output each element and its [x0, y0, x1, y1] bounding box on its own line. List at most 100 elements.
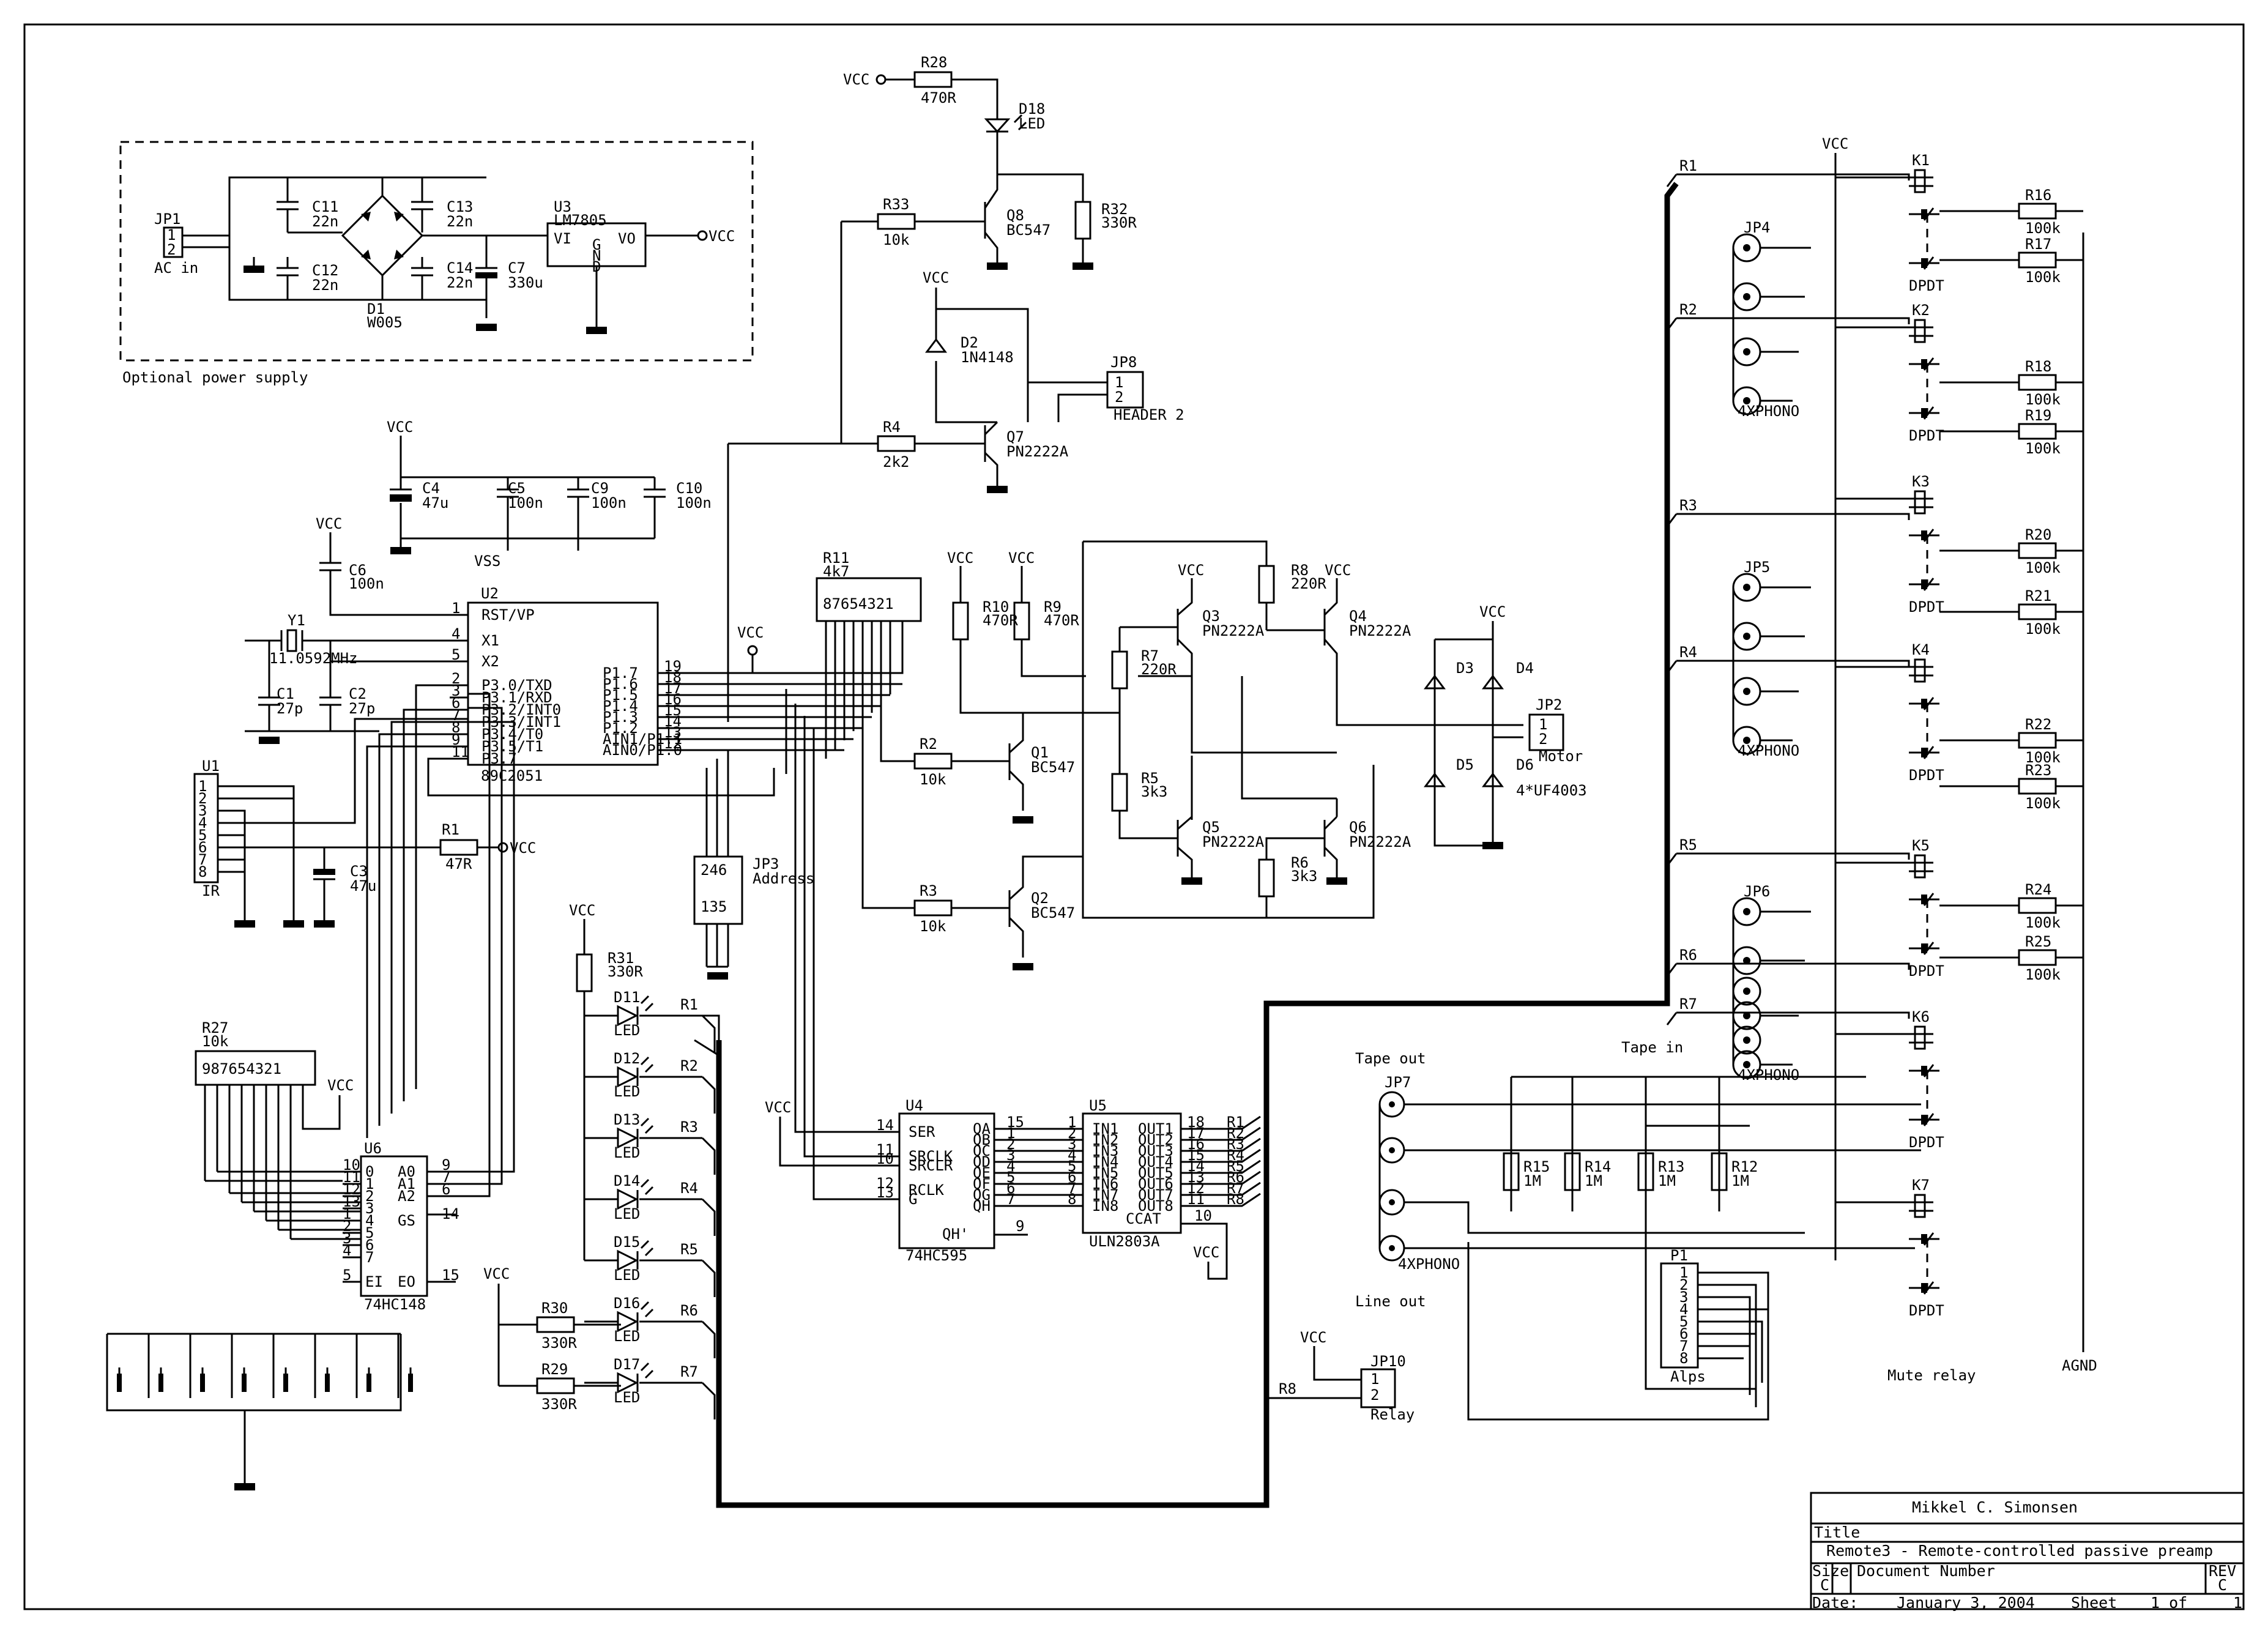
r2-resistor [913, 753, 953, 770]
jp3-bottom-pins: 135 [701, 898, 727, 915]
c7-ref: C7 [508, 259, 526, 277]
r10-resistor [952, 601, 969, 641]
r29-resistor [536, 1377, 575, 1394]
relay-net-label: R7 [1679, 995, 1697, 1013]
r2-ref: R2 [920, 735, 937, 753]
u5-input-pin-name: IN1 [1092, 1120, 1118, 1137]
jp10-net-label: R8 [1279, 1380, 1296, 1397]
output-resistor-ref: R13 [1658, 1158, 1684, 1175]
u6-input-pin-name: EI [365, 1273, 383, 1290]
title-block-sheet-total: 1 [2233, 1594, 2242, 1612]
led-driver-block: VCC R28 470R D18 LED R32 330R Q8 BC547 R… [840, 54, 1137, 444]
u5-output-pin-number: 14 [1187, 1158, 1205, 1175]
r6-ref: R6 [1291, 854, 1309, 871]
relay-ref: K4 [1912, 641, 1930, 658]
u2-right-pin-number: 16 [664, 691, 682, 708]
tape-in-jack-center [1743, 988, 1750, 995]
led-value: LED [614, 1267, 640, 1284]
u5-input-pin-number: 6 [1068, 1169, 1076, 1186]
led-bus-entry [701, 1382, 716, 1419]
led-symbol [617, 1127, 639, 1149]
r33-ref: R33 [883, 196, 909, 213]
c6-ref: C6 [349, 562, 366, 579]
output-resistor-value: 1M [1731, 1172, 1749, 1189]
title-block-author: Mikkel C. Simonsen [1912, 1498, 2078, 1516]
input-jack-value: 4XPHONO [1738, 1066, 1799, 1084]
u2-left-pin-name: P3.7 [481, 750, 517, 767]
u5-input-pin-name: IN7 [1092, 1186, 1118, 1203]
relay-coil-wire [1666, 660, 1910, 674]
input-jack-ref: JP4 [1744, 219, 1770, 236]
u2-left-pin-number: 11 [452, 743, 469, 761]
r27-ref: R27 [202, 1019, 228, 1036]
u4-left-pin-name: G [909, 1191, 917, 1208]
u5-output-pin-number: 12 [1187, 1180, 1205, 1197]
u5-output-net-label: R3 [1227, 1136, 1244, 1153]
led-indicators-block: VCC R31 330R D11LEDR1D12LEDR2D13LEDR3D14… [483, 902, 720, 1419]
relay-coil-leads [1835, 666, 1933, 677]
jp1-pin-1: 1 [167, 226, 176, 244]
jp7-value: 4XPHONO [1398, 1255, 1460, 1273]
u6-input-pin-name: 5 [365, 1224, 374, 1241]
led-ref: D15 [614, 1233, 640, 1251]
relay-coil [1914, 1194, 1926, 1218]
r9-resistor [1013, 601, 1030, 641]
q3-value: PN2222A [1202, 622, 1265, 639]
u4-left-pin-number: 11 [876, 1141, 894, 1158]
u5-input-pin-number: 7 [1068, 1180, 1076, 1197]
r32-resistor [1074, 201, 1091, 240]
p1-pin-number: 8 [1679, 1350, 1688, 1367]
u5-output-line [1181, 1192, 1261, 1207]
input-jack-center [1743, 633, 1750, 640]
led-ref: D17 [614, 1356, 640, 1373]
keypad-switch-contact [283, 1374, 288, 1392]
title-block-rev: C [2218, 1576, 2227, 1594]
r30-resistor [536, 1316, 575, 1333]
u6-input-pin-number: 5 [343, 1267, 351, 1284]
u5-output-pin-number: 16 [1187, 1136, 1205, 1153]
d18-ref: D18 [1019, 100, 1045, 117]
r10-ref: R10 [983, 598, 1009, 616]
title-block-docnum-label: Document Number [1857, 1562, 1995, 1580]
r32-ref: R32 [1101, 201, 1128, 218]
u3-regulator [546, 222, 647, 267]
u5-output-line [1181, 1170, 1261, 1185]
u2-left-pin-number: 5 [452, 646, 460, 663]
u4-left-pin-name: SRCLR [909, 1157, 953, 1174]
led-net-label: R2 [680, 1057, 698, 1074]
input-resistor-ref: R24 [2025, 881, 2051, 898]
d5-ref: D5 [1456, 756, 1474, 773]
input-resistor-value: 100k [2025, 914, 2061, 931]
jp2-label: Motor [1539, 748, 1583, 765]
u5-output-net-label: R2 [1227, 1125, 1244, 1142]
led-rays [640, 1117, 654, 1134]
relay-ref: K1 [1912, 152, 1930, 169]
jp10-pin-1: 1 [1370, 1371, 1379, 1388]
u5-output-pin-name: OUT7 [1138, 1186, 1173, 1203]
title-block-date: January 3, 2004 [1897, 1594, 2035, 1612]
keypad-switch-contact [325, 1374, 330, 1392]
r33-value: 10k [883, 231, 910, 248]
r6-resistor [1258, 858, 1275, 898]
u4-left-pin-number: 14 [876, 1117, 894, 1134]
u4-right-pin-number: 3 [1006, 1147, 1015, 1164]
u2-right-pin-number: 15 [664, 702, 682, 719]
q4-value: PN2222A [1349, 622, 1411, 639]
u5-output-pin-name: OUT8 [1138, 1197, 1173, 1215]
r31-resistor [576, 953, 593, 992]
q6-ref: Q6 [1349, 819, 1367, 836]
u2-left-pin-name: P3.2/INT0 [481, 701, 561, 718]
r7-resistor [1111, 650, 1128, 690]
relay-coil [1914, 1025, 1926, 1050]
sheet-border [23, 23, 2245, 1610]
relay-coil [1914, 319, 1926, 343]
inputs-vcc-label: VCC [1822, 135, 1848, 152]
r1-value: 47R [445, 855, 472, 872]
input-resistor [2018, 542, 2057, 559]
